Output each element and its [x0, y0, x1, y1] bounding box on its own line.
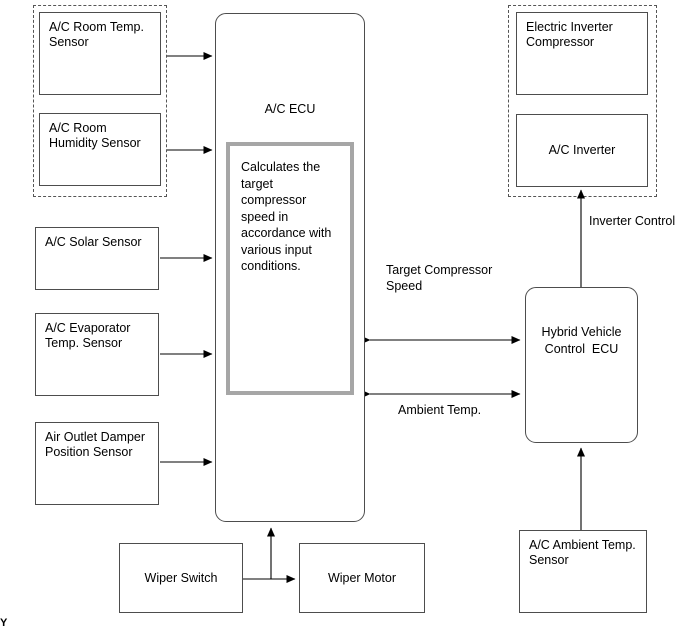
corner-mark: Y [0, 617, 8, 629]
sensor-air-outlet-damper-position[interactable]: Air Outlet Damper Position Sensor [35, 422, 159, 505]
ac-ecu-note: Calculates the target compressor speed i… [226, 142, 354, 395]
edge-label-target-compressor-speed: Target Compressor Speed [386, 263, 493, 293]
group-boundary-room-sensors [33, 5, 167, 197]
hybrid-vehicle-control-ecu-box[interactable] [525, 287, 638, 443]
edge-label-ambient-temp: Ambient Temp. [398, 403, 482, 417]
sensor-ac-ambient-temp[interactable]: A/C Ambient Temp. Sensor [519, 530, 647, 613]
block-electric-inverter-compressor[interactable]: Electric Inverter Compressor [516, 12, 648, 95]
sensor-ac-evaporator-temp[interactable]: A/C Evaporator Temp. Sensor [35, 313, 159, 396]
sensor-ac-room-temp[interactable]: A/C Room Temp. Sensor [39, 12, 161, 95]
sensor-ac-solar[interactable]: A/C Solar Sensor [35, 227, 159, 290]
edge-label-inverter-control: Inverter Control [589, 214, 676, 228]
hybrid-vehicle-control-ecu-label: Hybrid Vehicle Control ECU [541, 325, 622, 356]
ac-ecu-title: A/C ECU [264, 102, 316, 116]
block-wiper-motor[interactable]: Wiper Motor [299, 543, 425, 613]
block-ac-inverter[interactable]: A/C Inverter [516, 114, 648, 187]
sensor-ac-room-humidity[interactable]: A/C Room Humidity Sensor [39, 113, 161, 186]
block-wiper-switch[interactable]: Wiper Switch [119, 543, 243, 613]
